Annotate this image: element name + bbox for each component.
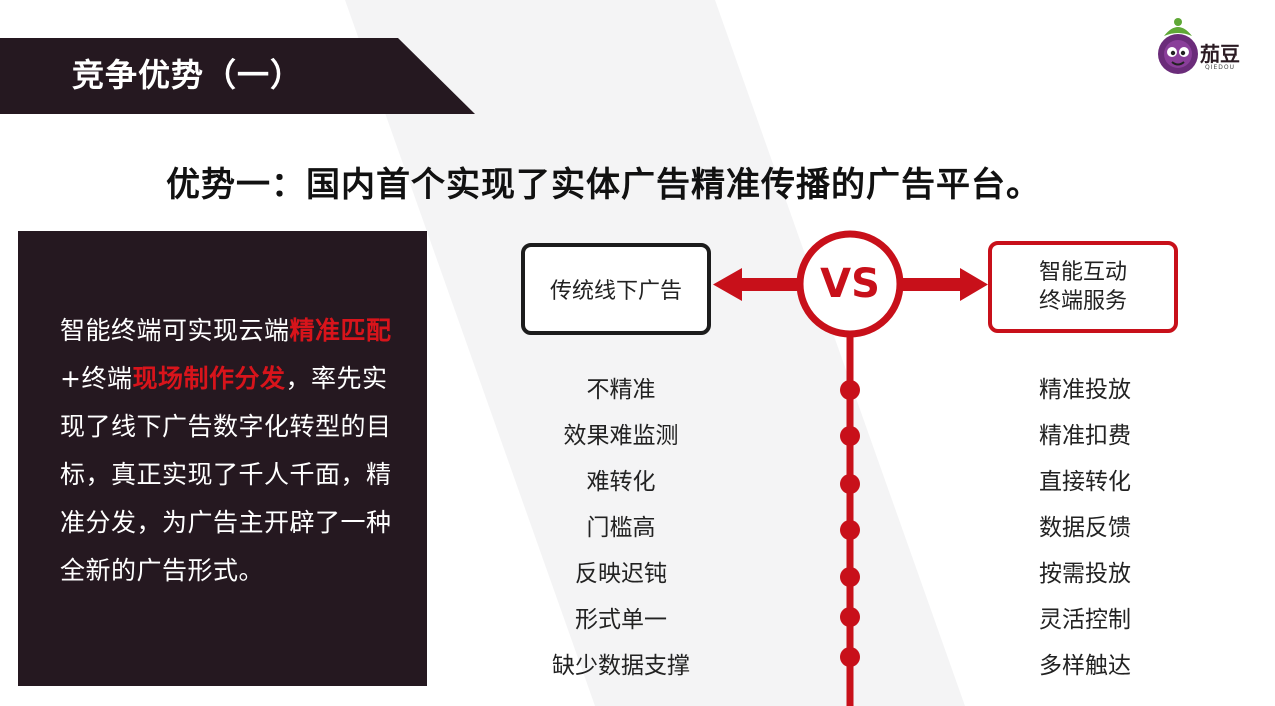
advantage-item: 精准投放 xyxy=(1039,377,1131,403)
page-title: 竞争优势（一） xyxy=(72,56,304,94)
vs-circle xyxy=(796,230,904,338)
disadvantage-item: 缺少数据支撑 xyxy=(552,653,690,679)
timeline-dot xyxy=(840,567,860,587)
advantage-item: 灵活控制 xyxy=(1039,607,1131,633)
disadvantage-item: 不精准 xyxy=(586,377,656,403)
timeline-dot xyxy=(840,426,860,446)
disadvantage-item: 反映迟钝 xyxy=(575,561,667,587)
description-part-3: ，率先实现了线下广告数字化转型的目标，真正实现了千人千面，精准分发，为广告主开辟… xyxy=(60,364,392,585)
smart-terminal-box: 智能互动 终端服务 xyxy=(988,241,1178,333)
timeline-dot xyxy=(840,380,860,400)
eggplant-logo-icon xyxy=(1158,18,1198,74)
disadvantage-item: 形式单一 xyxy=(575,607,667,633)
headline: 优势一：国内首个实现了实体广告精准传播的广告平台。 xyxy=(166,165,1041,205)
traditional-ads-box: 传统线下广告 xyxy=(521,243,711,335)
advantage-item: 按需投放 xyxy=(1039,561,1131,587)
logo-subtext: QIEDOU xyxy=(1205,64,1236,71)
timeline-dot xyxy=(840,607,860,627)
timeline-dot xyxy=(840,647,860,667)
left-arrow-icon xyxy=(713,268,799,301)
vs-label: VS xyxy=(820,261,880,307)
advantage-item: 精准扣费 xyxy=(1039,423,1131,449)
logo-text: 茄豆 xyxy=(1200,42,1240,66)
disadvantage-item: 门槛高 xyxy=(586,515,656,541)
smart-terminal-title-line2: 终端服务 xyxy=(1038,289,1127,314)
advantage-item: 数据反馈 xyxy=(1039,515,1131,541)
disadvantage-item: 效果难监测 xyxy=(563,423,679,449)
timeline-dot xyxy=(840,474,860,494)
description-part-2: +终端 xyxy=(60,364,133,393)
disadvantage-item: 难转化 xyxy=(586,469,656,495)
description-panel: 智能终端可实现云端精准匹配 +终端现场制作分发，率先实现了线下广告数字化转型的目标… xyxy=(18,231,427,686)
advantage-item: 直接转化 xyxy=(1039,469,1131,495)
timeline-dot xyxy=(840,520,860,540)
smart-terminal-title-line1: 智能互动 xyxy=(1038,260,1127,285)
highlight-precise-matching: 精准匹配 xyxy=(289,316,392,345)
traditional-ads-title: 传统线下广告 xyxy=(549,279,682,304)
right-arrow-icon xyxy=(902,268,988,301)
description-part-1: 智能终端可实现云端 xyxy=(60,316,290,345)
highlight-onsite-production: 现场制作分发 xyxy=(132,364,286,393)
title-banner xyxy=(0,38,475,114)
advantage-item: 多样触达 xyxy=(1039,653,1131,679)
description-text: 智能终端可实现云端精准匹配 +终端现场制作分发，率先实现了线下广告数字化转型的目标… xyxy=(60,307,392,595)
